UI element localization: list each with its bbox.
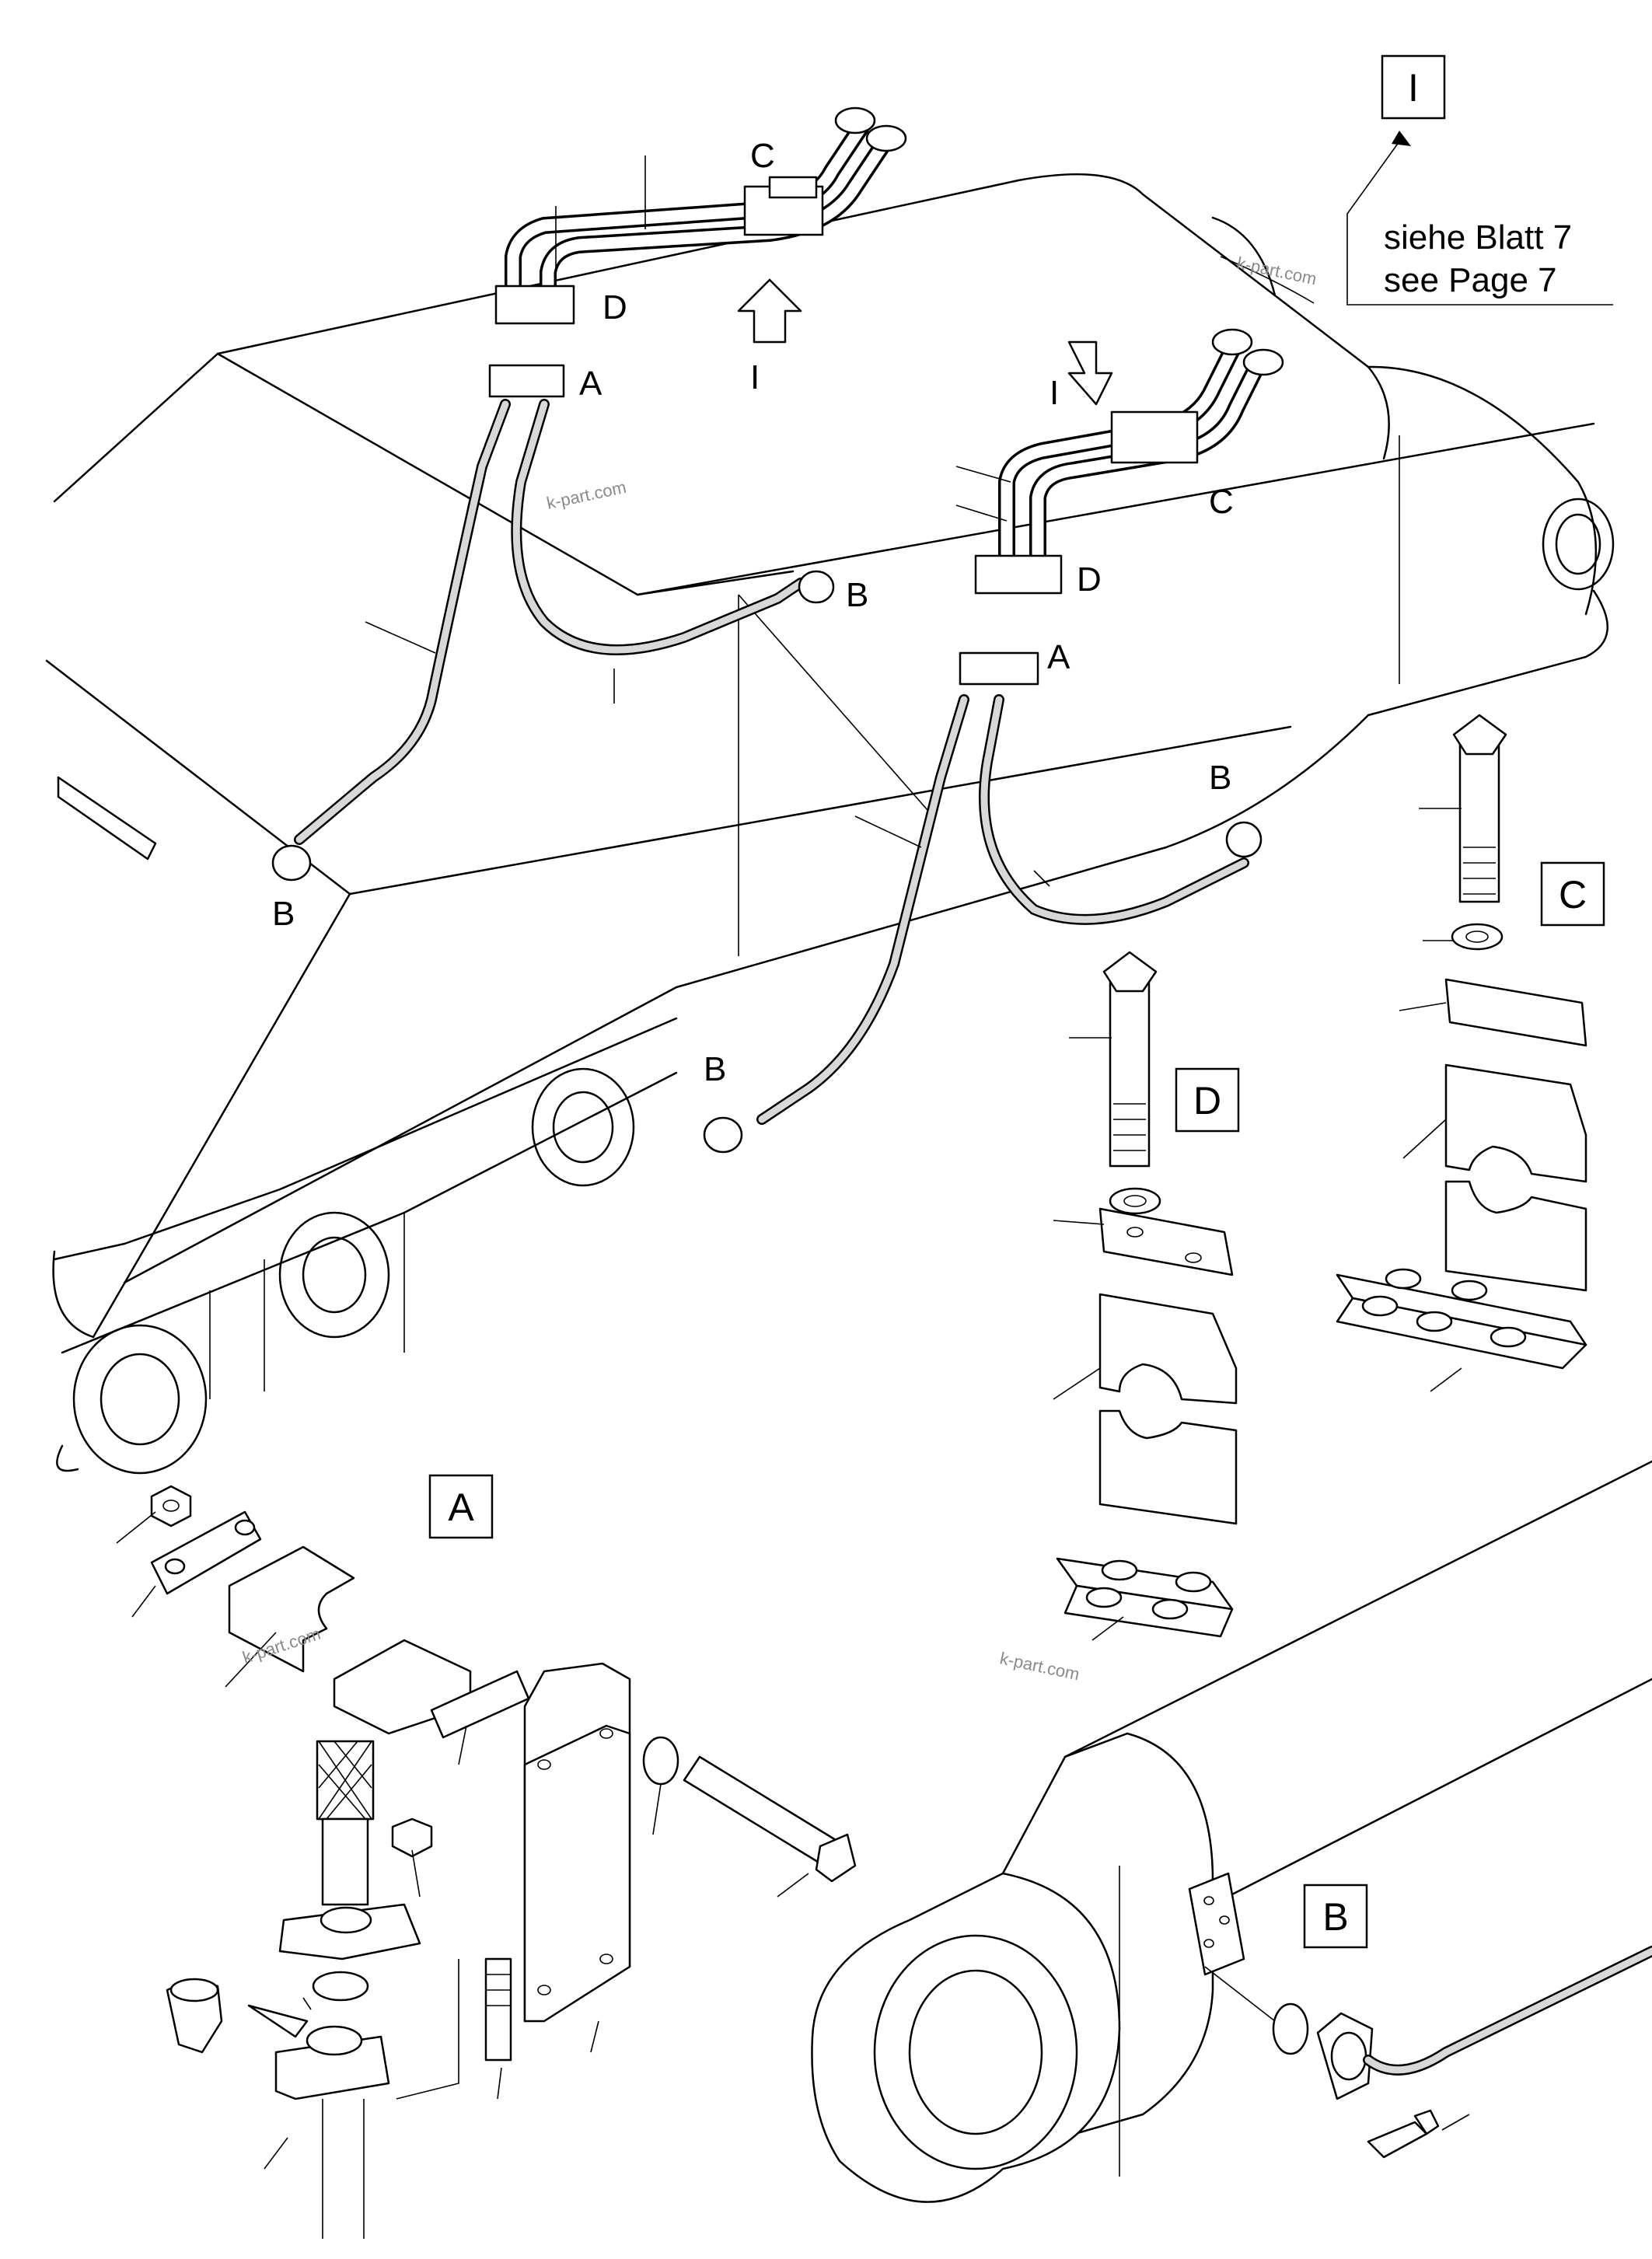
label-b-upper: B: [846, 576, 868, 614]
hose-group-right: [703, 328, 1284, 1154]
svg-text:B: B: [1322, 1895, 1348, 1939]
label-b-lower: B: [704, 1050, 726, 1088]
page-reference-note: siehe Blatt 7 see Page 7: [1346, 131, 1613, 306]
label-i-left: I: [750, 358, 760, 396]
label-d-right: D: [1077, 560, 1102, 599]
label-i-right: I: [1050, 374, 1059, 412]
label-b-left: B: [272, 895, 295, 933]
detail-c-exploded: [1336, 714, 1587, 1392]
hose-group-left: [271, 106, 907, 882]
svg-text:D: D: [1193, 1079, 1221, 1123]
svg-text:C: C: [1559, 873, 1587, 917]
note-line-2: see Page 7: [1384, 261, 1557, 299]
svg-text:I: I: [1408, 66, 1419, 110]
detail-d-exploded: [1053, 951, 1238, 1641]
label-a-right: A: [1047, 638, 1070, 676]
callout-box-a: A: [428, 1474, 494, 1539]
reference-letters: C D A I B B I C D A B B: [272, 137, 1234, 1088]
callout-box-c: C: [1540, 861, 1605, 927]
label-b-right: B: [1209, 759, 1231, 797]
callout-box-b: B: [1303, 1884, 1368, 1949]
boom-outline: [45, 173, 1615, 1475]
svg-text:A: A: [448, 1486, 474, 1529]
detail-b-cylinder: [811, 1460, 1652, 2203]
label-a-left: A: [579, 365, 602, 403]
callout-box-d: D: [1175, 1067, 1240, 1133]
label-c-right: C: [1209, 483, 1234, 521]
note-line-1: siehe Blatt 7: [1384, 218, 1572, 257]
label-d-left: D: [602, 288, 627, 326]
watermark-2: k-part.com: [545, 477, 628, 513]
watermark-3: k-part.com: [998, 1648, 1081, 1684]
label-c-left: C: [750, 137, 775, 175]
callout-box-i: I: [1381, 54, 1446, 120]
detail-a-exploded: [116, 1485, 857, 2239]
